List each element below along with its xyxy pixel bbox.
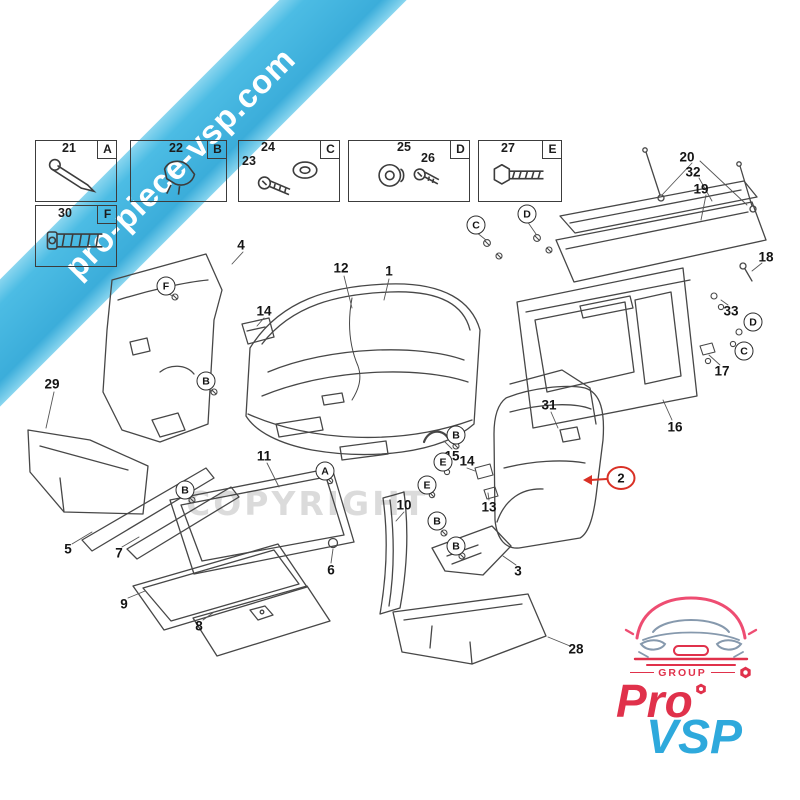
legend-part-number: 22	[169, 141, 183, 155]
hex-bolt-icon	[482, 153, 558, 200]
fastener-letter-callout: C	[734, 341, 754, 361]
logo-pro-text: Pro	[616, 675, 693, 727]
legend-box-e: E 27	[478, 140, 562, 202]
logo-group-label: GROUP	[658, 666, 707, 679]
highlight-marker	[583, 466, 636, 490]
fastener-letter-callout: B	[446, 536, 466, 556]
part-number-callout: 10	[396, 497, 412, 513]
part-number-callout: 8	[195, 618, 203, 634]
nut-bolt-icon	[740, 666, 751, 679]
long-bolt-icon	[39, 218, 113, 265]
part-small-panel-left	[241, 317, 275, 345]
fastener-letter-callout: C	[466, 215, 486, 235]
part-tailgate-trim	[516, 267, 698, 429]
group-dash-right	[710, 672, 735, 673]
fastener-letter-callout: B	[196, 371, 216, 391]
provsp-logo: GROUP Pro VSP	[606, 576, 776, 765]
legend-part-number: 30	[58, 206, 72, 220]
part-number-callout: 14	[256, 303, 272, 319]
part-number-callout: 28	[568, 641, 584, 657]
part-number-callout: 4	[237, 237, 245, 253]
legend-box-a: A 21	[35, 140, 117, 202]
small-hardware	[171, 234, 743, 560]
fastener-letter-callout: D	[743, 312, 763, 332]
part-number-callout: 33	[723, 303, 739, 319]
part-number-callout: 11	[256, 448, 272, 464]
part-right-quarter-trim	[493, 369, 605, 549]
group-dash-left	[630, 672, 655, 673]
part-lower-trim	[392, 593, 547, 665]
legend-part-number: 21	[62, 141, 76, 155]
part-number-callout: 14	[459, 453, 475, 469]
part-number-callout: 7	[115, 545, 123, 561]
fastener-letter-callout: E	[433, 452, 453, 472]
part-headliner	[245, 283, 481, 461]
legend-box-c: C 24 23	[238, 140, 340, 202]
legend-letter-label: B	[207, 140, 227, 159]
part-number-callout: 5	[64, 541, 72, 557]
part-number-callout: 3	[514, 563, 522, 579]
rivet-pin-icon	[39, 153, 113, 200]
fastener-letter-callout: B	[175, 480, 195, 500]
logo-group-row: GROUP	[606, 666, 776, 679]
legend-part-number: 23	[242, 154, 256, 168]
legend-letter-label: E	[542, 140, 562, 159]
legend-letter-label: C	[320, 140, 340, 159]
part-rear-floor-left	[27, 429, 149, 515]
legend-part-number: 25	[397, 140, 411, 154]
part-number-callout: 18	[758, 249, 774, 265]
legend-part-number: 24	[261, 140, 275, 154]
fastener-letter-callout: B	[427, 511, 447, 531]
part-number-callout: 20	[679, 149, 695, 165]
car-sketch-icon	[624, 596, 758, 666]
legend-box-b: B 22	[130, 140, 227, 202]
highlighted-part-number: 2	[617, 470, 625, 486]
nut-icon	[695, 683, 706, 695]
part-number-callout: 9	[120, 596, 128, 612]
legend-letter-label: F	[97, 205, 117, 224]
fastener-letter-callout: A	[315, 461, 335, 481]
part-floor-mats-lower	[132, 543, 331, 657]
roller-and-screw-icon	[352, 153, 466, 200]
legend-box-f: F 30	[35, 205, 117, 267]
legend-box-d: D 25 26	[348, 140, 470, 202]
part-number-callout: 17	[714, 363, 730, 379]
logo-pro-row: Pro	[616, 675, 776, 727]
part-number-callout: 19	[693, 181, 709, 197]
screw-and-washer-icon	[242, 153, 336, 200]
part-parcel-shelf	[555, 147, 767, 283]
fastener-letter-callout: E	[417, 475, 437, 495]
trim-clip-icon	[134, 153, 223, 200]
fastener-letter-callout: B	[446, 425, 466, 445]
part-number-callout: 6	[327, 562, 335, 578]
legend-part-number: 27	[501, 141, 515, 155]
part-number-callout: 12	[333, 260, 349, 276]
logo-vsp-text: VSP	[646, 711, 743, 765]
part-number-callout: 1	[385, 263, 393, 279]
fastener-letter-callout: F	[156, 276, 176, 296]
part-pillar-trim	[379, 491, 408, 615]
legend-part-number: 26	[421, 151, 435, 165]
legend-letter-label: D	[450, 140, 470, 159]
part-wiring	[349, 297, 361, 401]
part-number-callout: 29	[44, 376, 60, 392]
legend-letter-label: A	[97, 140, 117, 159]
fastener-letter-callout: D	[517, 204, 537, 224]
part-number-callout: 16	[667, 419, 683, 435]
part-floor-mat-main	[169, 467, 355, 575]
part-number-callout: 31	[541, 397, 557, 413]
part-grab-handle	[422, 430, 450, 444]
part-number-callout: 32	[685, 164, 701, 180]
part-number-callout: 13	[481, 499, 497, 515]
part-sill-trims	[81, 467, 240, 560]
